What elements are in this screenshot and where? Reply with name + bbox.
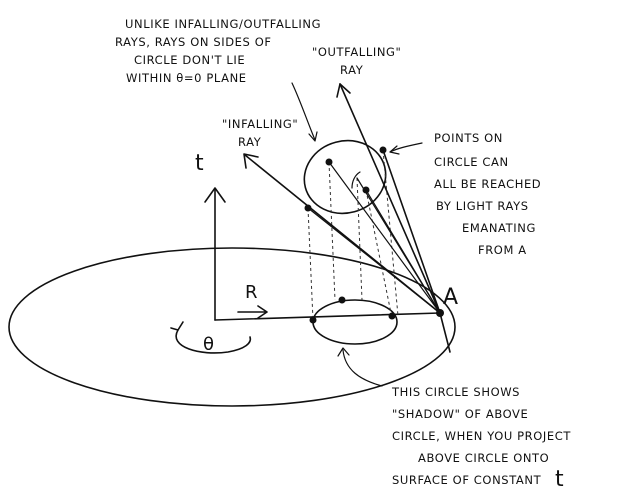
theta-rotation-arrow xyxy=(175,329,252,354)
infalling-ray-arrowhead xyxy=(243,153,259,169)
point-inner-upper xyxy=(362,186,370,194)
svg-text:WITHIN θ=0 PLANE: WITHIN θ=0 PLANE xyxy=(126,71,247,85)
outfalling-ray xyxy=(339,83,441,314)
ray-to-inner-point xyxy=(356,177,441,314)
annotation-points-on-circle: POINTS ON CIRCLE CAN ALL BE REACHED BY L… xyxy=(434,131,541,257)
svg-text:RAY: RAY xyxy=(238,135,262,149)
point-top-upper xyxy=(325,158,333,166)
svg-text:RAYS, RAYS ON SIDES OF: RAYS, RAYS ON SIDES OF xyxy=(115,35,272,49)
point-top-lower xyxy=(338,296,346,304)
point-a-label: A xyxy=(443,285,458,310)
svg-text:RAY: RAY xyxy=(340,63,364,77)
projection-line-mid2 xyxy=(356,177,363,301)
r-axis xyxy=(214,312,441,321)
point-left-upper xyxy=(304,204,312,212)
ray-to-left-point xyxy=(307,207,441,314)
svg-text:CIRCLE CAN: CIRCLE CAN xyxy=(434,155,509,169)
pointer-unlike-rays xyxy=(291,82,316,141)
pointer-points-on-circle xyxy=(389,142,423,153)
pointer-shadow-circle xyxy=(342,349,383,387)
projection-line-mid xyxy=(328,161,336,301)
ray-to-top-point xyxy=(328,161,441,314)
point-a xyxy=(436,309,444,317)
svg-text:SURFACE OF CONSTANT: SURFACE OF CONSTANT xyxy=(392,473,542,487)
point-right-lower xyxy=(388,312,396,320)
cone-edge-upper xyxy=(382,149,441,314)
svg-text:CIRCLE DON'T LIE: CIRCLE DON'T LIE xyxy=(134,53,245,67)
pointer-points-arrow xyxy=(389,145,400,155)
svg-text:ABOVE CIRCLE ONTO: ABOVE CIRCLE ONTO xyxy=(418,451,549,465)
pointer-unlike-rays-arrow xyxy=(308,131,318,142)
point-left-lower xyxy=(309,316,317,324)
point-right-upper xyxy=(379,146,387,154)
svg-text:THIS CIRCLE SHOWS: THIS CIRCLE SHOWS xyxy=(391,385,520,399)
projection-line-right xyxy=(365,189,393,319)
r-axis-label: R xyxy=(245,282,258,303)
annotation-infalling-ray: "INFALLING" RAY xyxy=(222,117,298,149)
svg-text:"OUTFALLING": "OUTFALLING" xyxy=(312,45,401,59)
svg-text:POINTS ON: POINTS ON xyxy=(434,131,503,145)
upper-circle xyxy=(303,139,387,215)
pointer-inner-ray xyxy=(351,171,361,189)
projection-line-far xyxy=(382,149,399,317)
t-axis-arrowhead xyxy=(204,187,226,203)
shadow-t-label: t xyxy=(555,467,564,492)
theta-arrowhead xyxy=(170,321,184,331)
svg-text:ALL BE REACHED: ALL BE REACHED xyxy=(434,177,541,191)
constant-t-surface-ellipse xyxy=(8,247,456,407)
shadow-circle xyxy=(312,299,398,345)
projection-line-left xyxy=(307,207,314,321)
t-axis-label: t xyxy=(195,151,204,176)
svg-text:CIRCLE, WHEN YOU PROJECT: CIRCLE, WHEN YOU PROJECT xyxy=(392,429,571,443)
svg-text:FROM A: FROM A xyxy=(478,243,527,257)
cone-edge-lower xyxy=(439,312,451,353)
svg-text:UNLIKE INFALLING/OUTFALLING: UNLIKE INFALLING/OUTFALLING xyxy=(125,17,321,31)
pointer-shadow-arrow xyxy=(337,347,350,357)
theta-label: θ xyxy=(203,334,214,355)
svg-text:BY LIGHT RAYS: BY LIGHT RAYS xyxy=(436,199,529,213)
annotation-unlike-rays: UNLIKE INFALLING/OUTFALLING RAYS, RAYS O… xyxy=(115,17,321,85)
annotation-shadow-circle: THIS CIRCLE SHOWS "SHADOW" OF ABOVE CIRC… xyxy=(391,385,571,492)
svg-text:EMANATING: EMANATING xyxy=(462,221,536,235)
outfalling-ray-arrowhead xyxy=(336,83,351,98)
svg-text:"INFALLING": "INFALLING" xyxy=(222,117,298,131)
r-axis-arrow xyxy=(237,305,268,319)
annotation-outfalling-ray: "OUTFALLING" RAY xyxy=(312,45,401,77)
svg-text:"SHADOW" OF ABOVE: "SHADOW" OF ABOVE xyxy=(392,407,528,421)
